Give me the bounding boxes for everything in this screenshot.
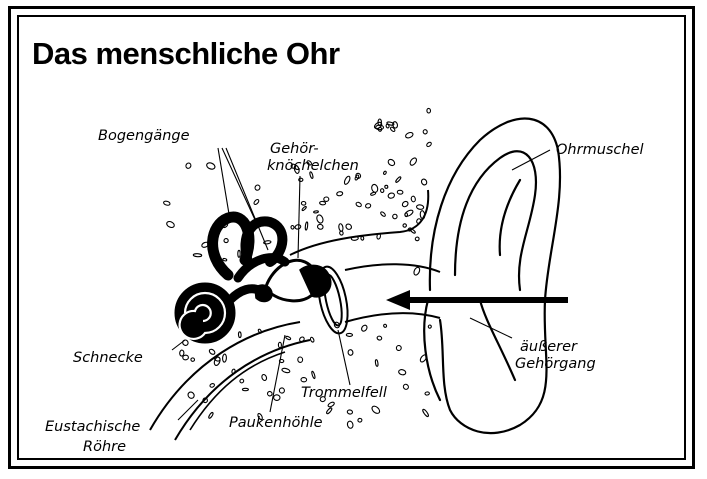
label-trommelfell: Trommelfell [301,385,387,401]
ossicles-shape [255,260,331,301]
cochlea-shape [175,283,262,343]
label-gehoerknoechelchen-1: Gehör- [270,141,319,157]
label-gehoerknoechelchen-2: knöchelchen [267,158,359,174]
arrow-left-icon [386,290,568,310]
label-schnecke: Schnecke [73,350,143,366]
label-bogengaenge: Bogengänge [98,128,190,144]
label-paukenhoehle: Paukenhöhle [229,415,323,431]
label-ohrmuschel: Ohrmuschel [556,142,644,158]
label-aeusserer-2: Gehörgang [515,356,596,372]
semicircular-canals-shape [213,217,285,278]
auricle-shape [424,118,560,433]
label-eustachische-1: Eustachische [45,419,140,435]
label-eustachische-2: Röhre [83,439,126,455]
label-aeusserer-1: äußerer [520,339,578,355]
leader-lines [172,148,550,420]
